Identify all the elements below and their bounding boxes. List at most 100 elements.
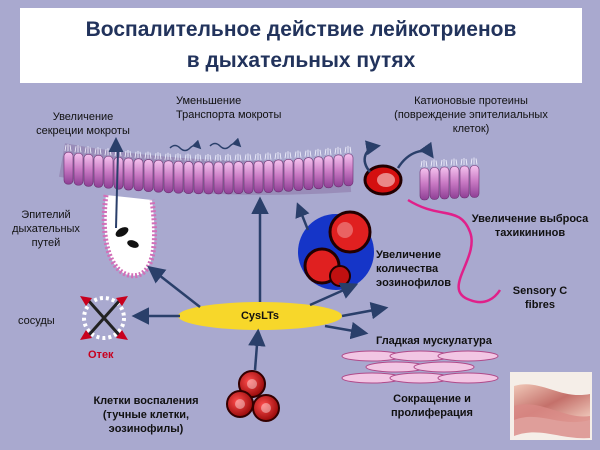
cilium [144,151,152,159]
label-tachykinins-line-1: Увеличение выброса [471,213,589,225]
cilium [84,146,92,154]
epithelial-cell [93,154,104,188]
cilium [334,146,342,154]
cilium [64,144,72,152]
label-sputum-secretion: Увеличение секреции мокроты [28,110,138,138]
epithelial-cell [233,161,244,195]
label-eosinophils-line-3: эозинофилов [376,277,451,289]
cilium [304,149,312,157]
label-inflammatory-cells-line-3: эозинофилы) [108,423,184,435]
cilium [460,158,468,166]
epithelial-cell [263,160,274,193]
label-sputum-secretion-line-1: Увеличение [52,111,114,123]
cilium [74,145,82,153]
cilium [174,153,182,161]
epithelial-cell [193,161,204,195]
epithelial-cell [163,160,174,194]
cilium [224,153,232,161]
cilium [134,150,142,158]
label-inflammatory-cells: Клетки воспаления (тучные клетки, эозино… [76,394,216,436]
label-inflammatory-cells-line-2: (тучные клетки, [102,409,190,421]
epithelial-cell [323,155,334,189]
label-contraction-line-1: Сокращение и [393,393,471,405]
label-contraction-line-2: пролиферация [391,407,473,419]
label-sensory-line-2: fibres [525,299,555,311]
cilium [344,145,352,153]
gland [101,194,157,279]
title-line-2: в дыхательных путях [186,49,416,72]
cilium [284,151,292,159]
label-edema: Отек [88,349,114,361]
epithelial-cell [303,157,314,191]
epithelial-cell [63,151,74,185]
label-contraction: Сокращение и пролиферация [382,392,482,420]
epithelial-cell [439,166,450,200]
cilium [194,153,202,161]
title-line-1: Воспалительное действие лейкотриенов [85,18,517,41]
epithelial-cell [173,160,184,194]
cilium [430,159,438,167]
cilium [470,157,478,165]
label-epithelium-line-3: путей [31,237,61,249]
label-inflammatory-cells-line-1: Клетки воспаления [93,395,199,407]
epithelial-cell [283,158,294,192]
label-cationic-proteins-line-2: (повреждение эпителиальных [394,109,548,121]
label-cationic-proteins: Катионовые протеины (повреждение эпители… [366,94,576,136]
cilium [294,150,302,158]
cilium [254,153,262,161]
cilium [214,153,222,162]
epithelial-cell [333,154,344,188]
cilium [164,152,172,160]
label-eosinophils-line-2: количества [376,263,439,275]
label-tachykinins-line-2: тахикининов [494,227,566,239]
epithelial-cell [203,161,214,195]
epithelial-cell [343,153,354,187]
surface-arrows [169,137,242,152]
cilium [94,147,102,155]
label-tachykinins: Увеличение выброса тахикининов [470,212,590,240]
cilium [244,153,252,161]
label-cationic-proteins-line-1: Катионовые протеины [414,95,528,107]
label-sputum-secretion-line-2: секреции мокроты [36,125,130,137]
label-sputum-transport-line-1: Уменьшение [176,95,242,107]
epithelial-cells [63,151,354,195]
epithelial-cell [469,165,480,198]
arrows [108,137,434,371]
epithelial-cell [133,158,144,192]
cilium [154,152,162,160]
label-epithelium-line-1: Эпителий [21,209,71,221]
label-sensory-fibres: Sensory C fibres [500,284,580,312]
cilium [450,158,458,166]
epithelial-cell [243,161,254,194]
title-box: Воспалительное действие лейкотриенов в д… [20,8,582,83]
epithelial-cell [213,161,224,195]
label-cyslts: CysLTs [240,310,280,322]
smooth-muscle-cells [341,350,499,384]
cilium [324,147,332,155]
label-epithelium: Эпителий дыхательных путей [6,208,86,250]
label-cationic-proteins-line-3: клеток) [452,123,490,135]
cationic-cell [363,164,403,196]
label-sputum-transport: Уменьшение Транспорта мокроты [176,94,281,122]
cilium [440,159,448,167]
nerve-fibre [407,198,502,304]
epithelium-right [419,157,480,201]
cilium [274,151,282,160]
epithelial-cell [449,166,460,199]
cilium [124,150,132,158]
epithelial-cell [143,159,154,192]
epithelial-cell [459,165,470,199]
cilium [234,153,242,161]
epithelial-cell [123,157,134,191]
label-epithelium-line-2: дыхательных [12,223,80,235]
inflammatory-cells [226,370,280,422]
cilium [184,153,192,161]
epithelial-cell [273,159,284,193]
label-vessels: сосуды [18,315,55,327]
label-sensory-line-1: Sensory C [512,285,568,297]
epithelial-cell [253,160,264,194]
vessel [80,296,128,340]
epithelial-cell [293,158,304,191]
epithelial-cell [313,156,324,190]
